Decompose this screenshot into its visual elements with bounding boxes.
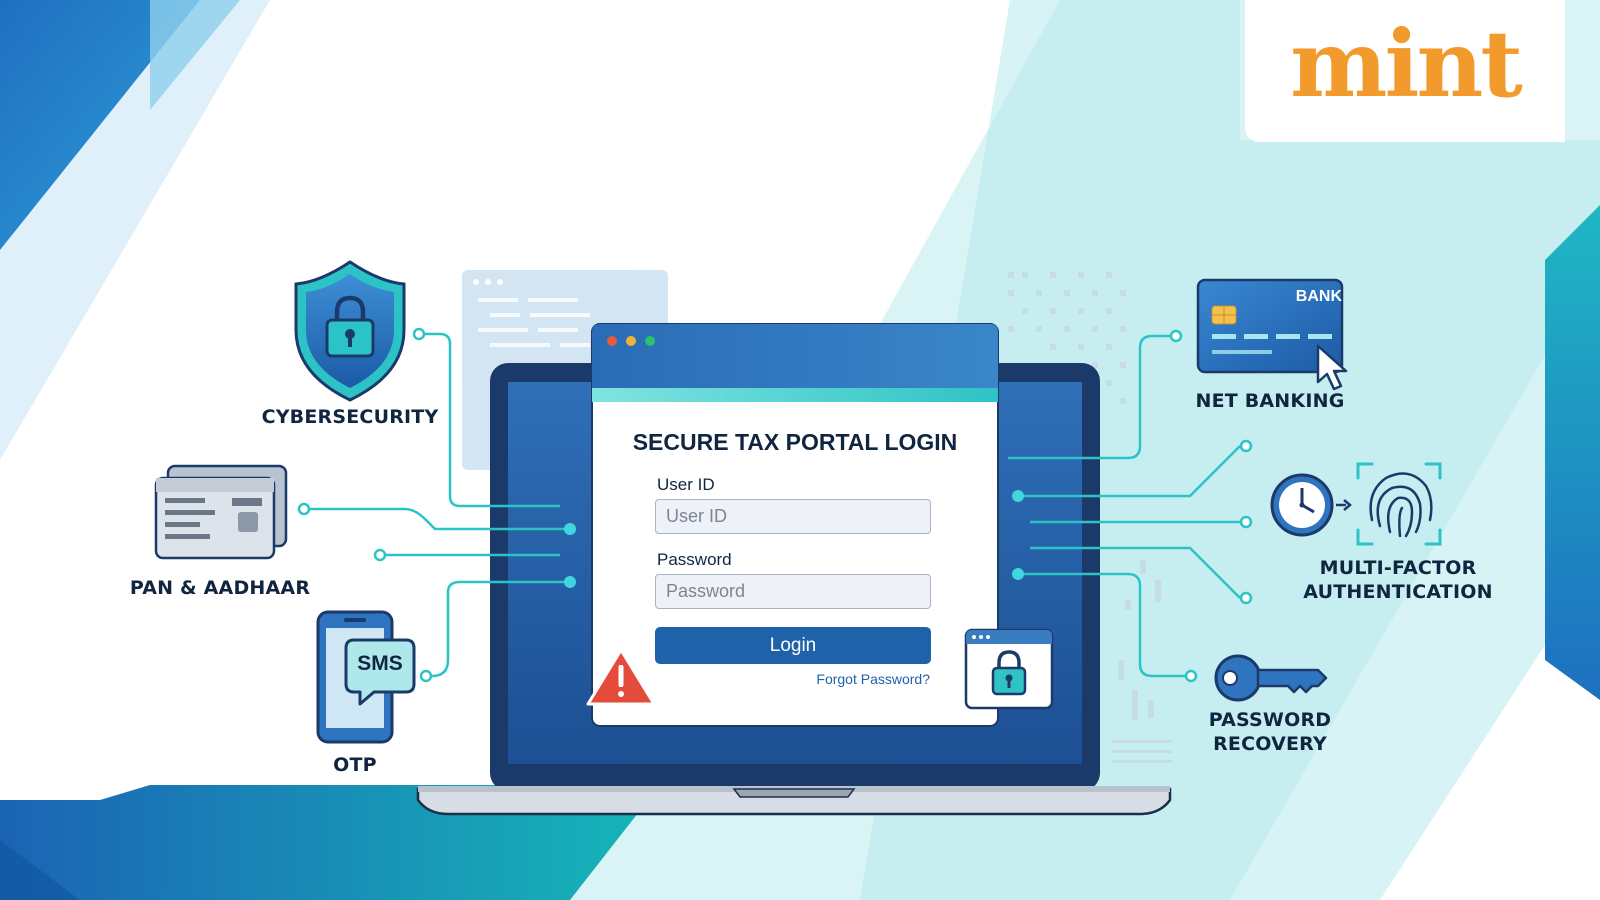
id-card-icon (154, 464, 288, 560)
password-label: Password (657, 550, 732, 569)
arrow-icon (1336, 499, 1352, 511)
warning-triangle-icon (586, 648, 656, 706)
password-recovery-label-line1: PASSWORD (1208, 709, 1332, 731)
sms-bubble-text: SMS (357, 652, 403, 675)
login-window-title: SECURE TAX PORTAL LOGIN (632, 429, 958, 455)
data-dots-pattern (1008, 272, 1172, 763)
shield-icon (294, 260, 406, 402)
key-icon (1214, 654, 1328, 702)
user-id-input[interactable] (655, 499, 931, 534)
bank-card-icon (1196, 278, 1344, 374)
sms-bubble-icon (344, 638, 416, 706)
forgot-password-link[interactable]: Forgot Password? (816, 671, 930, 687)
glow-dots (564, 490, 1024, 588)
pale-left-band (0, 0, 270, 460)
cybersecurity-label: CYBERSECURITY (261, 406, 439, 428)
connector-lines (310, 332, 1241, 678)
fingerprint-icon (1356, 462, 1442, 546)
top-left-light-shape (150, 0, 240, 110)
user-id-label: User ID (657, 475, 715, 494)
mfa-label-line2: AUTHENTICATION (1303, 581, 1493, 603)
password-input[interactable] (655, 574, 931, 609)
mint-logo: mint (1290, 10, 1523, 118)
net-banking-label: NET BANKING (1195, 390, 1345, 412)
lock-window-icon (964, 628, 1054, 710)
login-button[interactable]: Login (655, 627, 931, 664)
cursor-icon (1316, 344, 1348, 391)
connector-nodes (297, 327, 1253, 683)
mfa-label-line1: MULTI-FACTOR (1319, 557, 1477, 579)
password-recovery-label-line2: RECOVERY (1213, 733, 1327, 755)
right-edge-shape (1545, 205, 1600, 700)
logo-container: mint (1245, 0, 1565, 142)
pan-aadhaar-label: PAN & AADHAAR (129, 577, 311, 599)
otp-label: OTP (333, 754, 377, 776)
bank-card-text: BANK (1295, 288, 1342, 305)
clock-icon (1270, 473, 1334, 537)
